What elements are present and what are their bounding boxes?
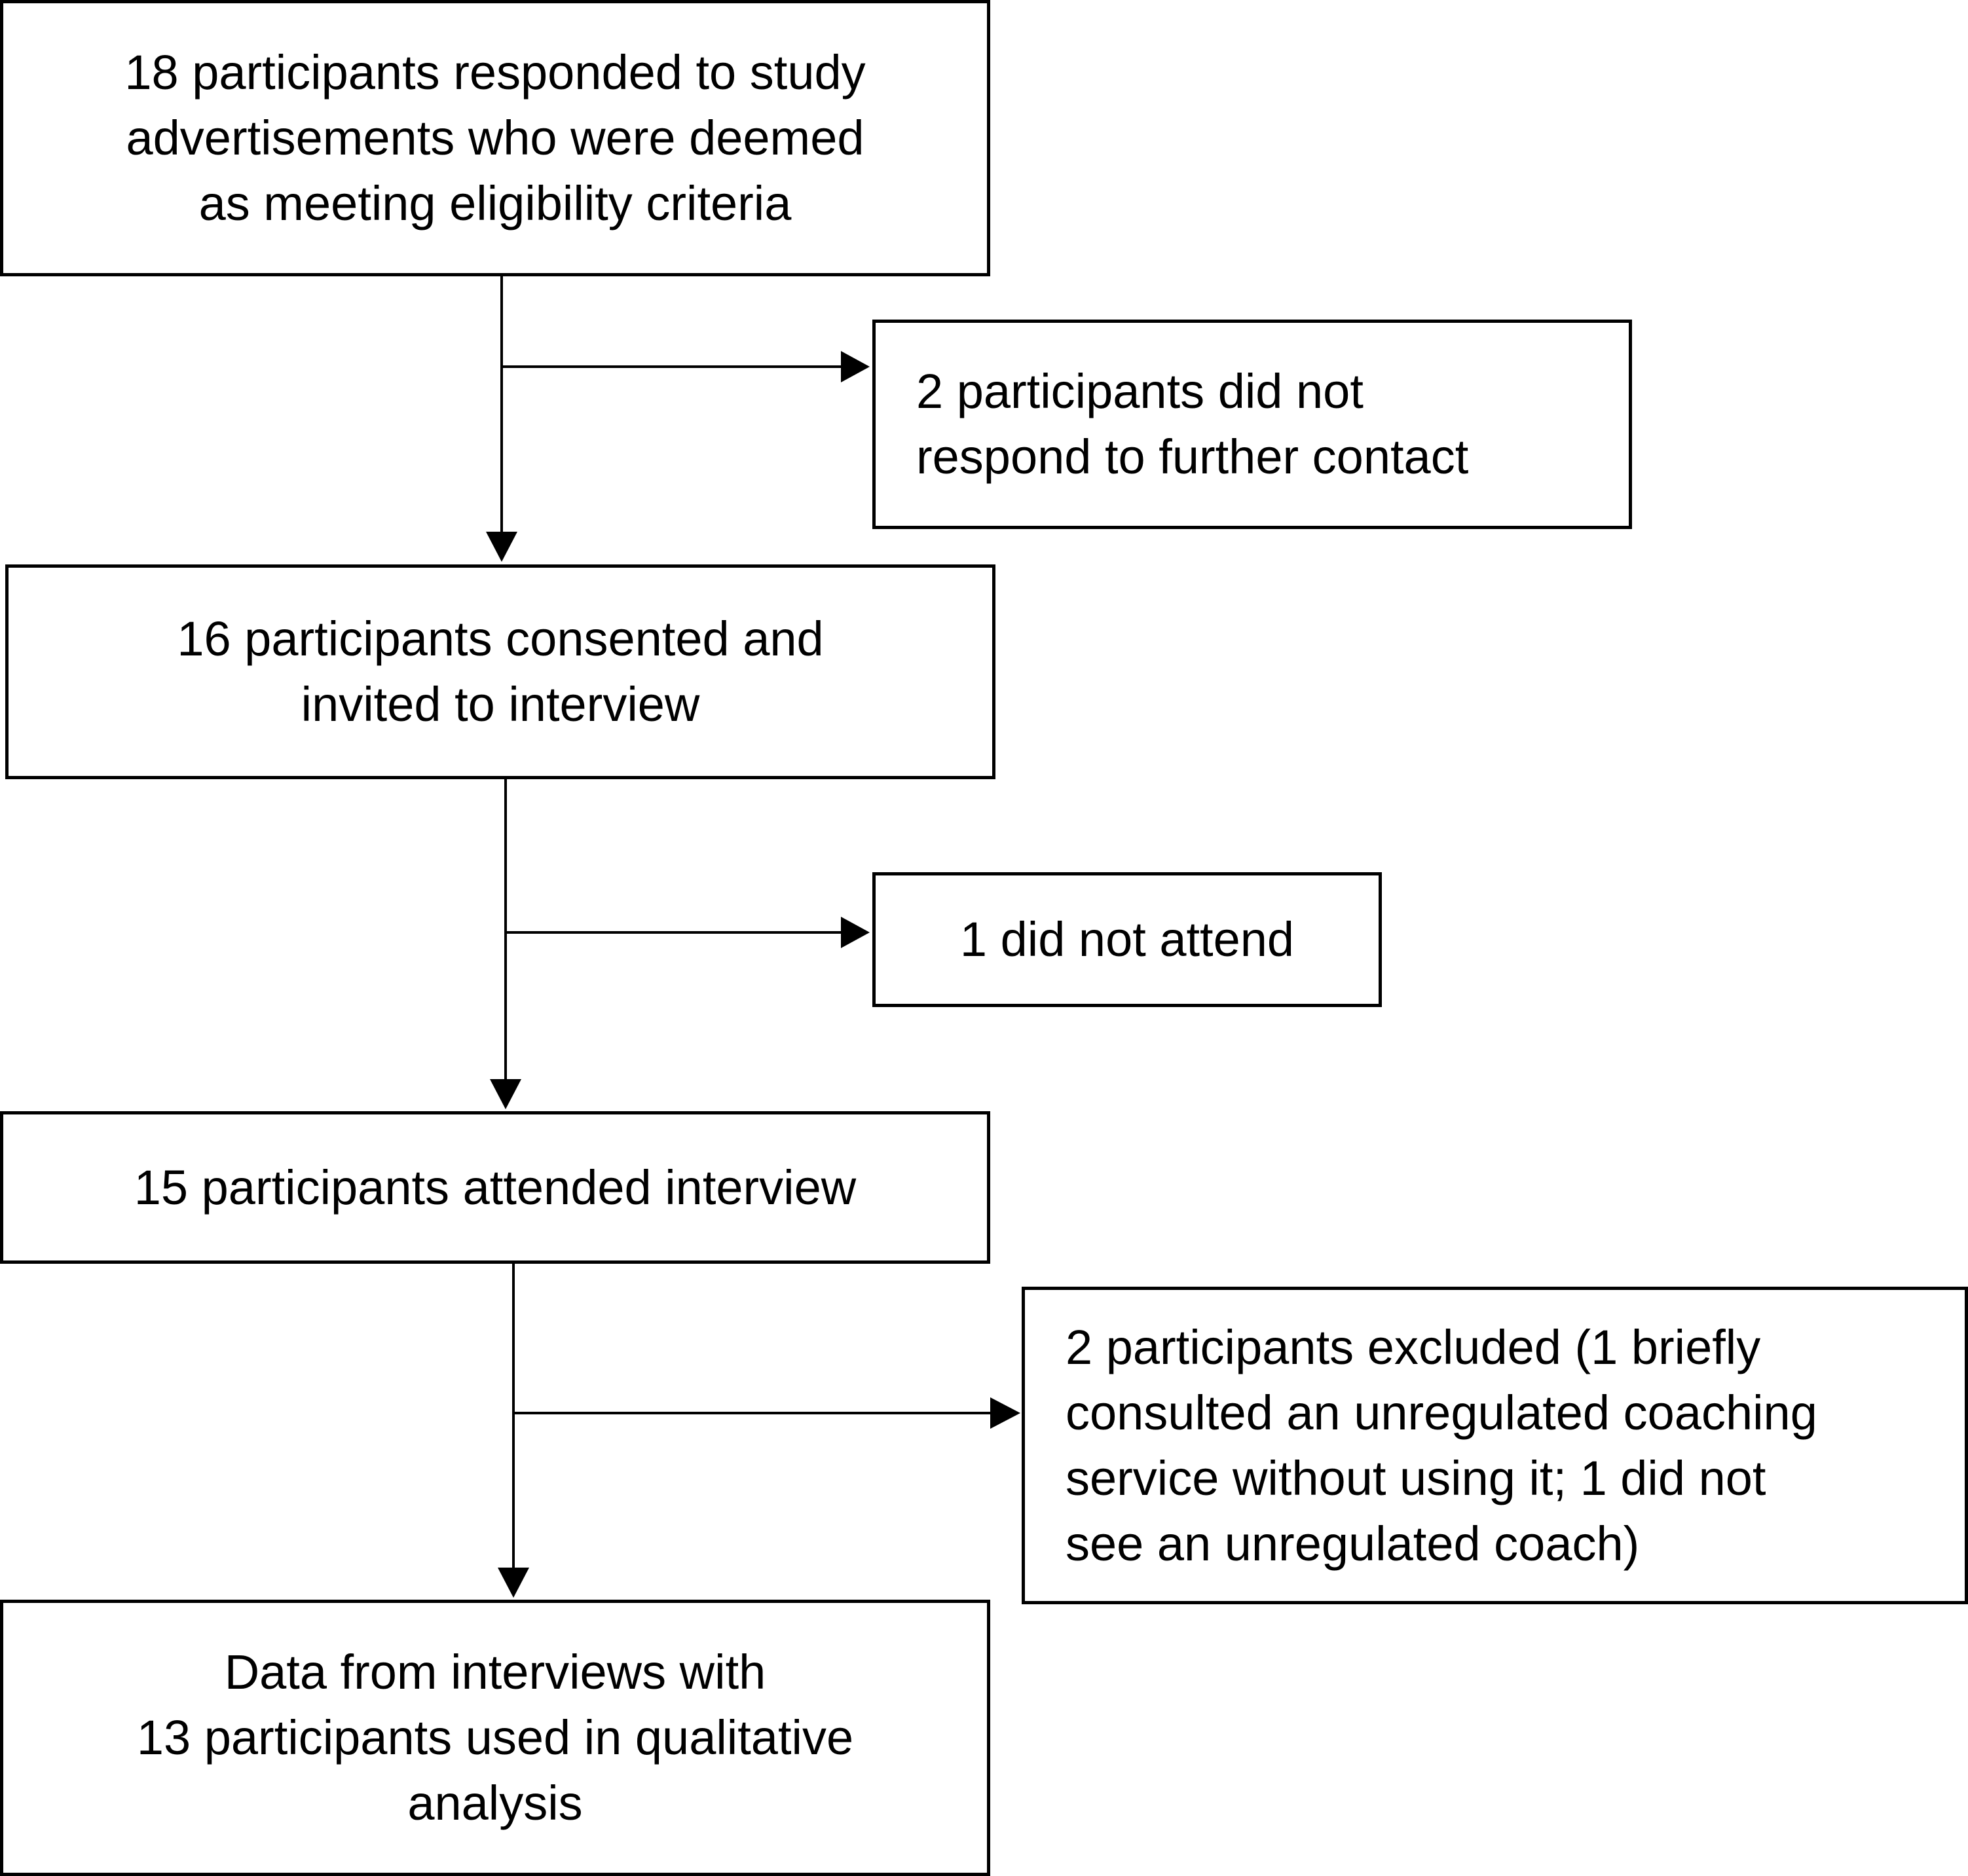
excluded-box: 2 participants excluded (1 briefly consu… bbox=[1022, 1287, 1968, 1604]
arrowhead-excluded bbox=[990, 1397, 1020, 1429]
did-not-attend-text: 1 did not attend bbox=[959, 912, 1295, 966]
eligible-participants-text: 18 participants responded to study adver… bbox=[124, 45, 866, 230]
no-response-box: 2 participants did not respond to furthe… bbox=[872, 320, 1632, 529]
analysed-text: Data from interviews with 13 participant… bbox=[136, 1645, 854, 1830]
did-not-attend-box: 1 did not attend bbox=[872, 872, 1382, 1007]
arrowhead-did-not-attend bbox=[841, 917, 870, 948]
attended-text: 15 participants attended interview bbox=[134, 1160, 857, 1215]
consented-text: 16 participants consented and invited to… bbox=[177, 612, 824, 731]
excluded-text: 2 participants excluded (1 briefly consu… bbox=[1066, 1319, 1817, 1571]
analysed-box: Data from interviews with 13 participant… bbox=[0, 1600, 990, 1876]
consented-box: 16 participants consented and invited to… bbox=[5, 564, 995, 779]
no-response-text: 2 participants did not respond to furthe… bbox=[916, 364, 1469, 484]
attended-box: 15 participants attended interview bbox=[0, 1111, 990, 1264]
arrowhead-attended bbox=[490, 1079, 521, 1109]
arrowhead-no-response bbox=[841, 351, 870, 382]
arrowhead-consented bbox=[486, 532, 517, 562]
eligible-participants-box: 18 participants responded to study adver… bbox=[0, 0, 990, 276]
arrowhead-analysed bbox=[498, 1568, 529, 1598]
